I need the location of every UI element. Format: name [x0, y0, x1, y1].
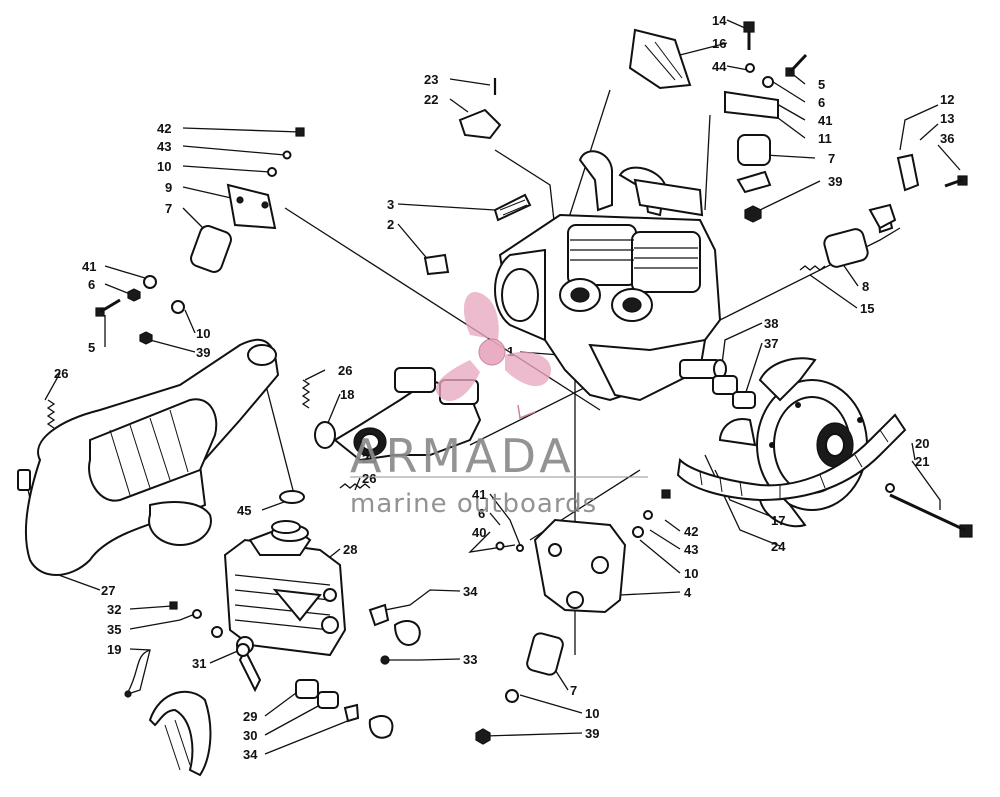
callout-5: 5: [818, 77, 825, 92]
callout-39: 39: [196, 345, 210, 360]
callout-6: 6: [818, 95, 825, 110]
callout-19: 19: [107, 642, 121, 657]
callout-39: 39: [585, 726, 599, 741]
callout-26: 26: [362, 471, 376, 486]
callout-8: 8: [862, 279, 869, 294]
callout-29: 29: [243, 709, 257, 724]
gaskets: [271, 421, 336, 534]
watermark-brand: ARMADA: [350, 429, 575, 483]
callout-28: 28: [343, 542, 357, 557]
callout-10: 10: [585, 706, 599, 721]
callout-9: 9: [165, 180, 172, 195]
drive-belt: [676, 413, 907, 502]
propeller-logo: [435, 292, 552, 420]
callout-44: 44: [712, 59, 727, 74]
callout-7: 7: [828, 151, 835, 166]
callout-13: 13: [940, 111, 954, 126]
callout-36: 36: [940, 131, 954, 146]
callout-6: 6: [478, 506, 485, 521]
callout-43: 43: [157, 139, 171, 154]
springs: [46, 265, 826, 489]
armada-watermark: ARMADA marine outboards: [350, 292, 648, 519]
callout-14: 14: [712, 13, 727, 28]
callout-11: 11: [818, 131, 832, 146]
callout-26: 26: [54, 366, 68, 381]
callout-42: 42: [157, 121, 171, 136]
rubber-mounts: [190, 134, 869, 709]
callout-25: 25: [362, 451, 376, 466]
motor-mount-bracket: [533, 518, 627, 614]
callout-4: 4: [684, 585, 692, 600]
callout-16: 16: [712, 36, 726, 51]
callout-37: 37: [764, 336, 778, 351]
callout-10: 10: [196, 326, 210, 341]
callout-39: 39: [828, 174, 842, 189]
callout-40: 40: [472, 525, 486, 540]
callout-5: 5: [88, 340, 95, 355]
muffler: [223, 523, 347, 693]
callout-33: 33: [463, 652, 477, 667]
callout-35: 35: [107, 622, 121, 637]
heat-shield: [148, 690, 212, 777]
expansion-chamber: [17, 338, 280, 576]
callout-34: 34: [243, 747, 258, 762]
brackets: [226, 28, 920, 276]
callout-10: 10: [157, 159, 171, 174]
callout-1: 1: [507, 344, 514, 359]
callout-42: 42: [684, 524, 698, 539]
callout-43: 43: [684, 542, 698, 557]
callout-21: 21: [915, 454, 929, 469]
fasteners: [95, 21, 973, 745]
callout-7: 7: [165, 201, 172, 216]
callout-10: 10: [684, 566, 698, 581]
callout-23: 23: [424, 72, 438, 87]
callout-15: 15: [860, 301, 874, 316]
callout-41: 41: [818, 113, 832, 128]
callout-27: 27: [101, 583, 115, 598]
callout-32: 32: [107, 602, 121, 617]
engine-block: [494, 150, 727, 402]
callout-24: 24: [771, 539, 786, 554]
callout-17: 17: [771, 513, 785, 528]
watermark-tagline: marine outboards: [350, 489, 597, 519]
drive-clutch: [718, 357, 868, 528]
callout-18: 18: [340, 387, 354, 402]
callout-41: 41: [472, 487, 486, 502]
callout-12: 12: [940, 92, 954, 107]
callout-31: 31: [192, 656, 206, 671]
callout-26: 26: [338, 363, 352, 378]
callout-30: 30: [243, 728, 257, 743]
callout-labels: 14 16 44 5 6 41 11 7 39 12 13 36 8 15 23…: [54, 13, 954, 762]
callout-41: 41: [82, 259, 96, 274]
callout-34: 34: [463, 584, 478, 599]
callout-20: 20: [915, 436, 929, 451]
callout-7: 7: [570, 683, 577, 698]
callout-3: 3: [387, 197, 394, 212]
callout-2: 2: [387, 217, 394, 232]
callout-38: 38: [764, 316, 778, 331]
callout-45: 45: [237, 503, 251, 518]
callout-6: 6: [88, 277, 95, 292]
callout-22: 22: [424, 92, 438, 107]
